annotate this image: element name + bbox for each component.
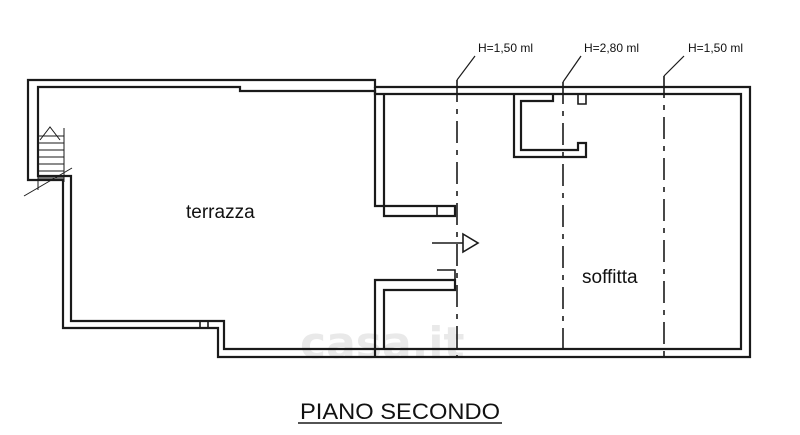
height-label-left: H=1,50 ml xyxy=(478,41,533,55)
room-label-attic: soffitta xyxy=(582,267,638,288)
chimney-shaft xyxy=(512,94,588,159)
height-leader-left xyxy=(456,55,476,81)
entrance-arrow-icon xyxy=(432,232,480,254)
height-leader-right xyxy=(663,55,685,77)
staircase xyxy=(23,126,73,197)
height-leader-center xyxy=(562,55,582,83)
outer-wall-inner-line xyxy=(36,85,743,351)
chimney-notch xyxy=(577,94,587,105)
height-label-center: H=2,80 ml xyxy=(584,41,639,55)
opening-jamb-lower xyxy=(437,269,456,280)
height-label-right: H=1,50 ml xyxy=(688,41,743,55)
partition-wall-upper xyxy=(373,87,457,218)
watermark-text: casa.it xyxy=(300,318,464,369)
plan-title: PIANO SECONDO xyxy=(300,399,500,424)
partition-wall-lower xyxy=(373,278,457,357)
wall-mark xyxy=(199,320,209,329)
outer-wall-outer-line xyxy=(26,78,752,359)
room-label-terrace: terrazza xyxy=(186,202,255,223)
